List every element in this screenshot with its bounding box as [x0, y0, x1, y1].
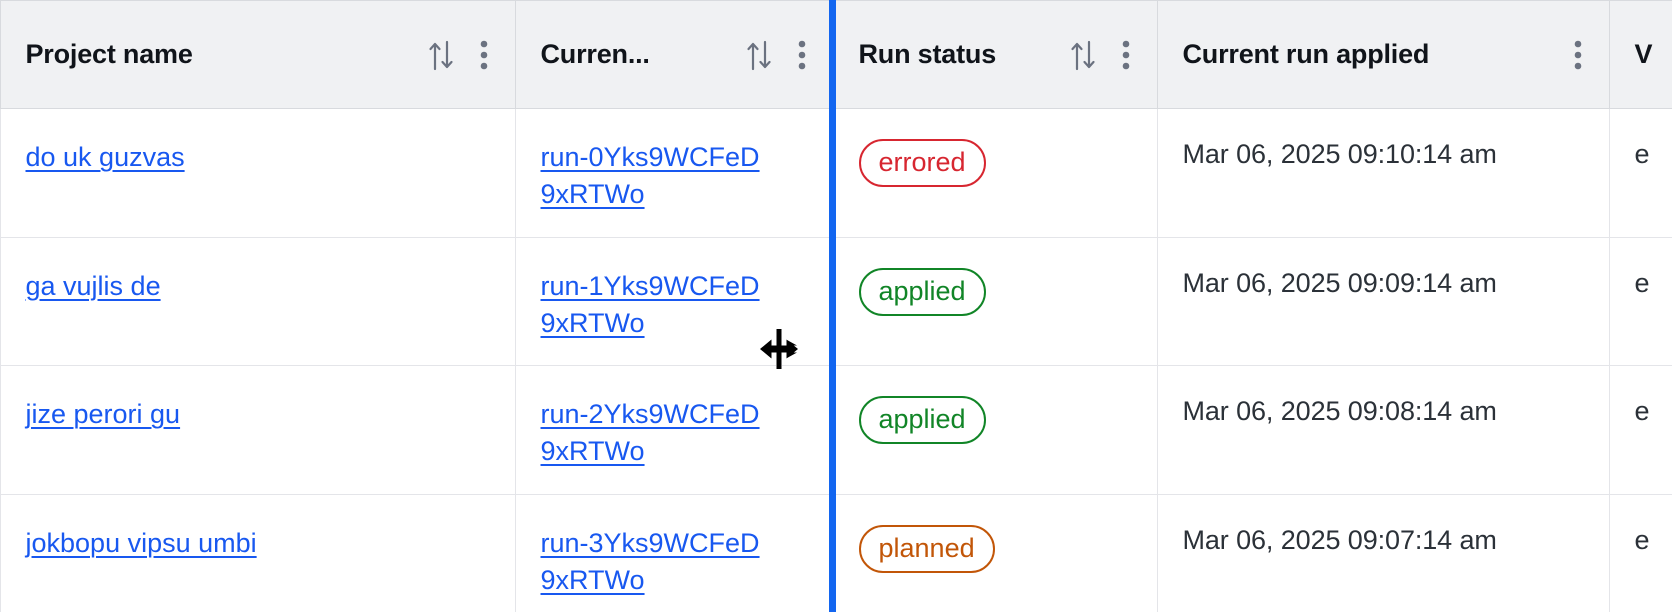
project-name-link[interactable]: do uk guzvas [25, 142, 185, 172]
current-run-link-line1: run-1Yks9WCFeD [540, 270, 760, 301]
cell-next-partial: e [1609, 365, 1672, 495]
table-row: jize perori gu run-2Yks9WCFeD 9xRTWo appl… [0, 365, 1672, 495]
table-row: do uk guzvas run-0Yks9WCFeD 9xRTWo errore… [0, 108, 1672, 238]
current-run-link[interactable]: run-0Yks9WCFeD 9xRTWo [541, 142, 760, 209]
current-run-link-line1: run-2Yks9WCFeD [540, 399, 760, 429]
column-header-current-run-label: Curren... [540, 39, 650, 69]
project-name-link[interactable]: jize perori gu [25, 399, 181, 429]
kebab-menu-icon[interactable] [478, 39, 490, 71]
cell-current-run: run-2Yks9WCFeD 9xRTWo [515, 365, 834, 495]
cell-project-name: ga vujlis de [0, 237, 516, 366]
header-row: Project name [0, 0, 1672, 109]
project-name-link[interactable]: jokbopu vipsu umbi [25, 527, 257, 558]
current-run-link-line2: 9xRTWo [540, 436, 645, 467]
current-run-link-line2: 9xRTWo [540, 564, 645, 595]
project-name-link[interactable]: ga vujlis de [25, 270, 161, 301]
cell-next-partial: e [1609, 237, 1672, 366]
column-header-run-status[interactable]: Run status [833, 0, 1158, 109]
cell-next-partial: e [1609, 494, 1672, 612]
column-header-next-partial[interactable]: V [1609, 0, 1672, 109]
cell-current-run: run-0Yks9WCFeD 9xRTWo [515, 108, 834, 238]
status-badge: errored [858, 139, 986, 188]
cell-run-status: applied [833, 237, 1158, 366]
sort-arrows-icon[interactable] [426, 37, 456, 73]
cell-current-run-applied: Mar 06, 2025 09:07:14 am [1157, 494, 1610, 612]
current-run-link[interactable]: run-1Yks9WCFeD 9xRTWo [541, 271, 760, 338]
cell-run-status: applied [833, 365, 1158, 495]
status-badge: applied [858, 267, 986, 316]
current-run-link-line2: 9xRTWo [540, 179, 645, 210]
cell-current-run-applied: Mar 06, 2025 09:08:14 am [1157, 365, 1610, 495]
cell-project-name: jize perori gu [0, 365, 516, 495]
cell-current-run-applied: Mar 06, 2025 09:10:14 am [1157, 108, 1610, 238]
current-run-link[interactable]: run-2Yks9WCFeD 9xRTWo [541, 399, 760, 466]
column-header-project-name[interactable]: Project name [0, 0, 516, 109]
column-header-current-run-applied[interactable]: Current run applied [1157, 0, 1610, 109]
cell-run-status: errored [833, 108, 1158, 238]
column-header-current-run[interactable]: Curren... [515, 0, 834, 109]
kebab-menu-icon[interactable] [1120, 39, 1132, 71]
current-run-link[interactable]: run-3Yks9WCFeD 9xRTWo [541, 528, 760, 595]
cell-current-run-applied: Mar 06, 2025 09:09:14 am [1157, 237, 1610, 366]
status-badge: applied [858, 396, 986, 445]
column-header-next-partial-label: V [1634, 39, 1653, 69]
status-badge: planned [858, 524, 995, 573]
sort-arrows-icon[interactable] [744, 37, 774, 73]
kebab-menu-icon[interactable] [1572, 39, 1584, 71]
table-header: Project name [0, 0, 1672, 109]
kebab-menu-icon[interactable] [796, 39, 808, 71]
current-run-link-line1: run-0Yks9WCFeD [540, 142, 760, 172]
cell-project-name: jokbopu vipsu umbi [0, 494, 516, 612]
sort-arrows-icon[interactable] [1068, 37, 1098, 73]
column-header-run-status-label: Run status [858, 39, 997, 69]
table-body: do uk guzvas run-0Yks9WCFeD 9xRTWo errore… [0, 108, 1672, 612]
cell-project-name: do uk guzvas [0, 108, 516, 238]
cell-run-status: planned [833, 494, 1158, 612]
column-header-project-name-label: Project name [25, 39, 193, 69]
column-resize-indicator[interactable] [829, 0, 836, 612]
column-header-current-run-applied-label: Current run applied [1182, 39, 1430, 69]
current-run-link-line1: run-3Yks9WCFeD [540, 527, 760, 558]
cell-current-run: run-3Yks9WCFeD 9xRTWo [515, 494, 834, 612]
current-run-link-line2: 9xRTWo [540, 307, 645, 338]
cell-next-partial: e [1609, 108, 1672, 238]
table-row: ga vujlis de run-1Yks9WCFeD 9xRTWo applie… [0, 237, 1672, 366]
cell-current-run: run-1Yks9WCFeD 9xRTWo [515, 237, 834, 366]
